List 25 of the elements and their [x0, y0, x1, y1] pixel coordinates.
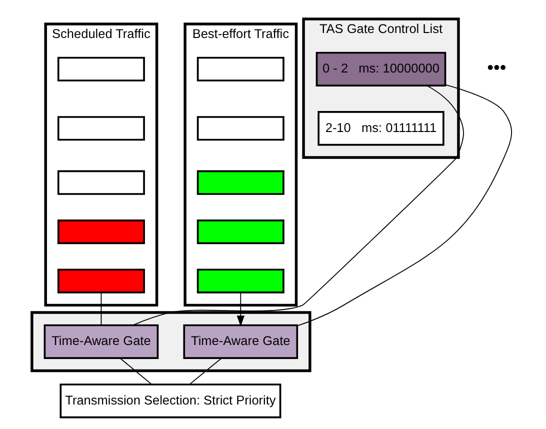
connector	[296, 84, 512, 326]
arrow	[236, 292, 244, 327]
node-box	[57, 170, 145, 195]
node-box: Time-Aware Gate	[44, 324, 159, 359]
connector	[100, 292, 102, 326]
cluster: Scheduled Traffic	[44, 22, 158, 307]
node-box	[196, 170, 284, 195]
cluster	[30, 311, 312, 372]
node-box	[57, 116, 145, 141]
node-box	[196, 220, 284, 244]
cluster: Best-effort Traffic	[184, 22, 298, 307]
node-box	[57, 56, 145, 82]
connector	[189, 358, 222, 385]
node-box: 0 - 2 ms: 10000000	[316, 52, 446, 86]
node-box	[57, 268, 145, 294]
connector	[132, 85, 464, 326]
node-box	[196, 116, 284, 141]
node-box	[57, 220, 145, 244]
node-box: 2-10 ms: 01111111	[318, 111, 444, 146]
connector	[120, 358, 152, 385]
label: •••	[487, 58, 506, 78]
node-box: Time-Aware Gate	[183, 324, 298, 359]
node-box	[196, 56, 284, 82]
node-box	[196, 268, 284, 294]
node-box: Transmission Selection: Strict Priority	[60, 384, 282, 418]
